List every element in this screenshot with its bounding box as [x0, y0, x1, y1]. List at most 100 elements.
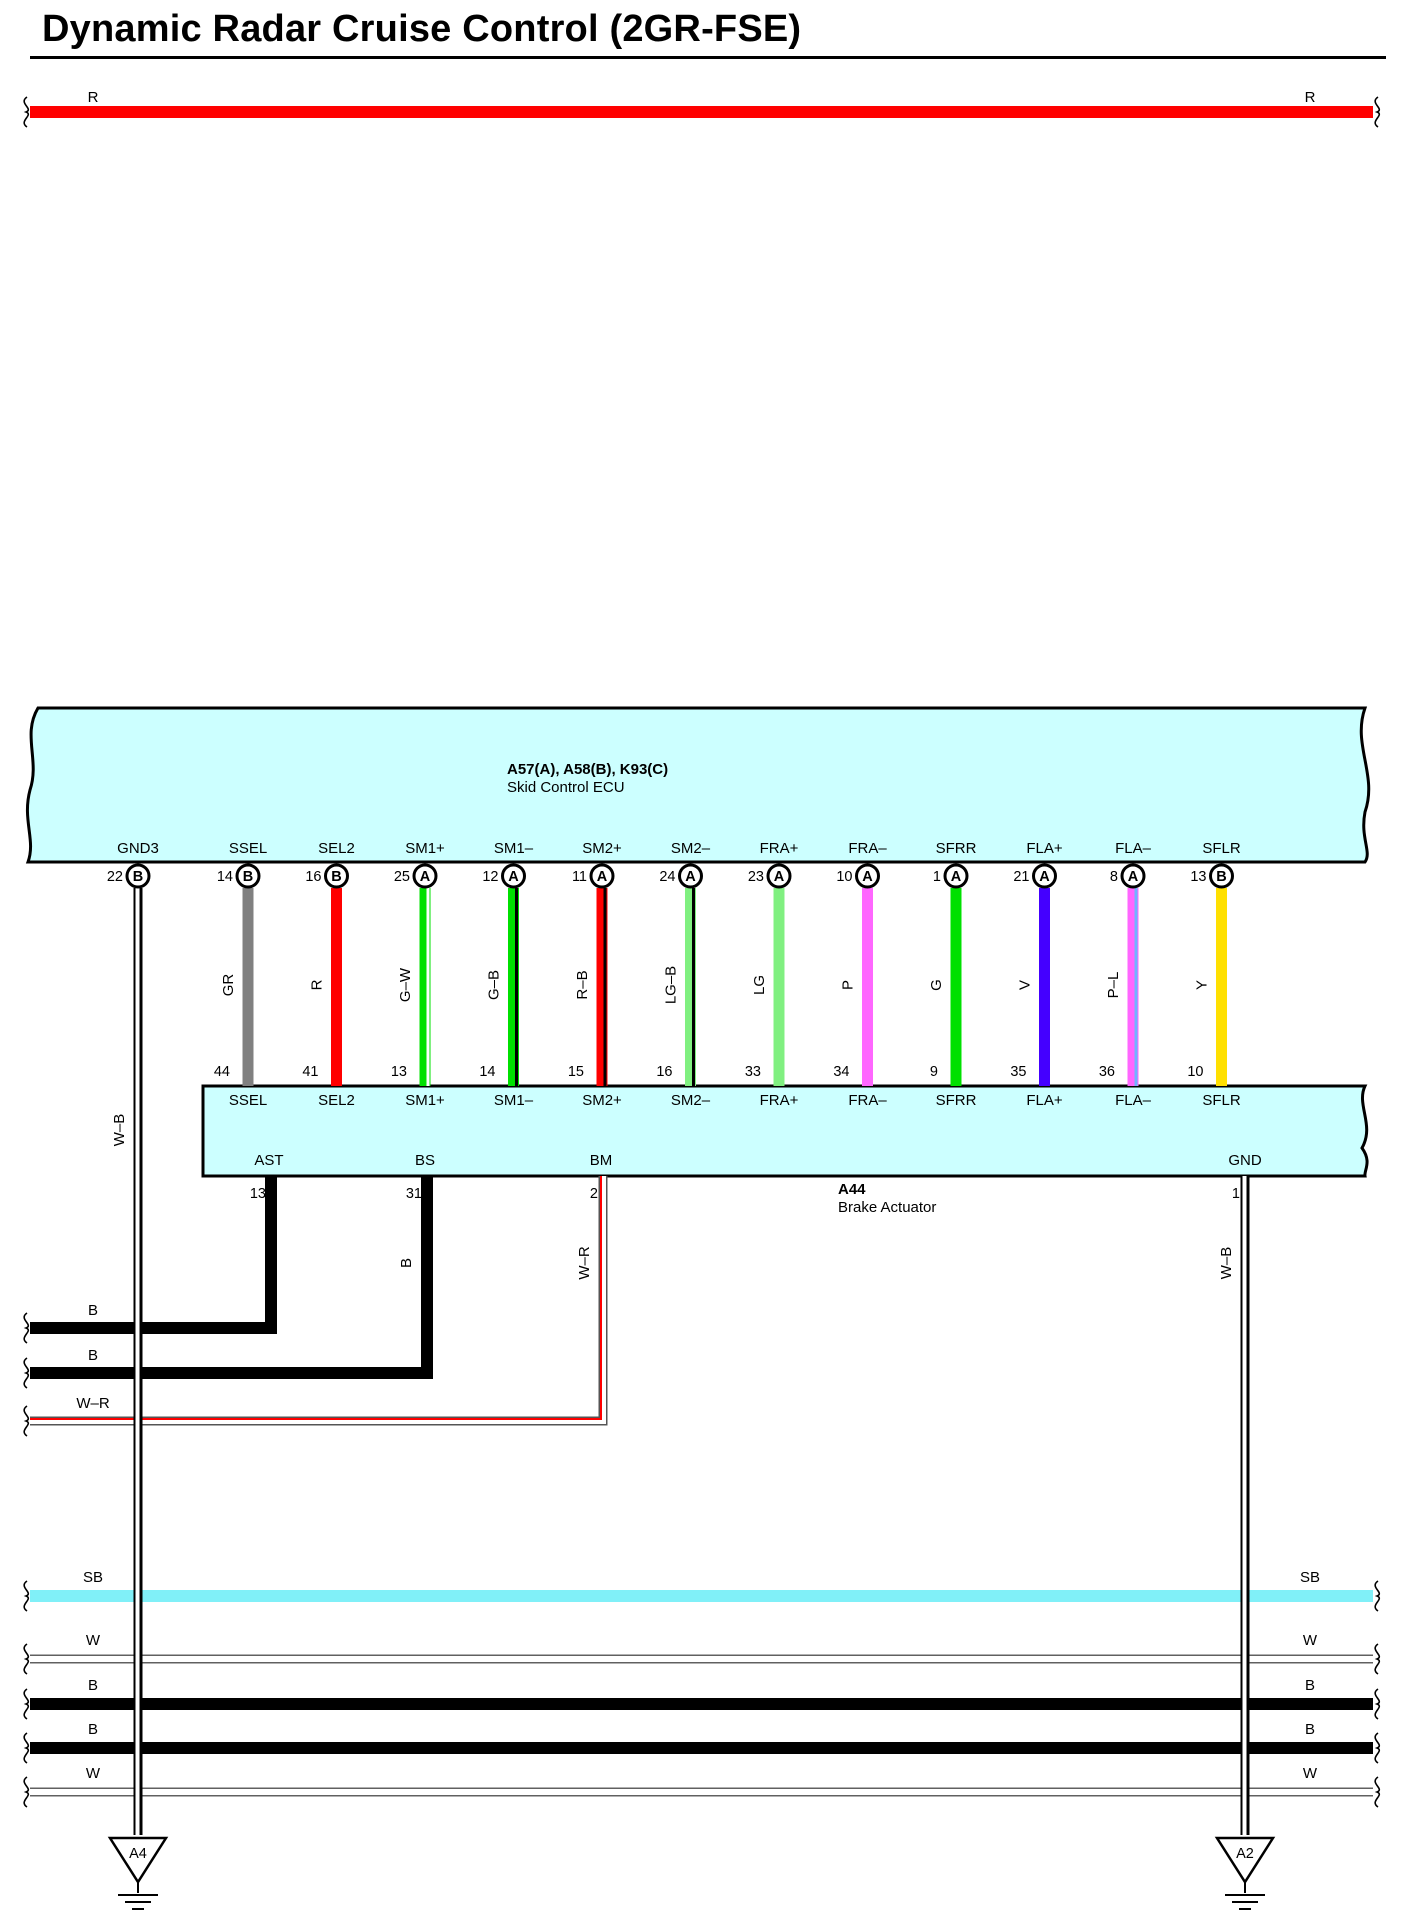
actuator-term-label-sm1-plus: SM1+ — [405, 1092, 445, 1109]
bottom-bus-right-label-2: W — [1303, 1632, 1318, 1649]
power-branch-label-3: W–R — [76, 1395, 110, 1412]
power-pin-2: 31 — [406, 1186, 422, 1202]
actuator-term-label-fla-plus: FLA+ — [1026, 1092, 1063, 1109]
ecu-pin-sm2-minus: 24 — [659, 869, 675, 885]
actuator-ground-wire-code: W–B — [1218, 1247, 1235, 1280]
actuator-term-label-fra-minus: FRA– — [848, 1092, 887, 1109]
signal-wire-code-fla-plus: V — [1017, 980, 1034, 990]
ecu-term-label-sm1-plus: SM1+ — [405, 840, 445, 857]
bottom-bus-right-label-5: W — [1303, 1765, 1318, 1782]
bottom-bus-left-label-1: SB — [83, 1569, 103, 1586]
power-wire-ast — [30, 1176, 277, 1334]
ecu-pin-sel2: 16 — [305, 869, 321, 885]
actuator-term-label-fra-plus: FRA+ — [760, 1092, 799, 1109]
bottom-bus-right-label-1: SB — [1300, 1569, 1320, 1586]
power-wire-bm-stripe — [30, 1176, 602, 1420]
connector-letter-fra-minus: A — [862, 869, 873, 885]
title-underline — [30, 56, 1386, 59]
bottom-bus-right-label-4: B — [1305, 1721, 1315, 1738]
power-term-label-3: BM — [590, 1152, 613, 1169]
power-branch-label-1: B — [88, 1302, 98, 1319]
ecu-term-label-sflr: SFLR — [1202, 840, 1241, 857]
actuator-pin-sflr: 10 — [1187, 1064, 1203, 1080]
connector-letter-sflr: B — [1216, 869, 1226, 885]
top-bus-left-label: R — [88, 89, 99, 106]
power-wire-code-bm: W–R — [576, 1246, 593, 1280]
actuator-term-label-sm2-minus: SM2– — [671, 1092, 711, 1109]
actuator-name: Brake Actuator — [838, 1199, 936, 1216]
ecu-term-label-fla-plus: FLA+ — [1026, 840, 1063, 857]
ecu-ground-wire-code: W–B — [111, 1114, 128, 1147]
ecu-pin-ssel: 14 — [217, 869, 233, 885]
ground-triangle-1 — [107, 1836, 169, 1885]
bottom-bus-left-break-2 — [23, 1643, 30, 1675]
ecu-pin-sm1-plus: 25 — [394, 869, 410, 885]
actuator-ground-pin: 1 — [1232, 1186, 1240, 1202]
ecu-pin-sm1-minus: 12 — [482, 869, 498, 885]
connector-letter-sm2-minus: A — [685, 869, 696, 885]
bottom-bus-right-break-2 — [1374, 1643, 1381, 1675]
bottom-bus-left-break-5 — [23, 1776, 30, 1808]
ecu-box — [25, 706, 1371, 864]
signal-wire-code-sel2: R — [309, 979, 326, 990]
bottom-bus-right-break-3 — [1374, 1688, 1381, 1720]
bottom-bus-left-break-1 — [23, 1580, 30, 1612]
ecu-name: Skid Control ECU — [507, 779, 625, 796]
connector-letter-fra-plus: A — [774, 869, 785, 885]
actuator-pin-sel2: 41 — [302, 1064, 318, 1080]
actuator-term-label-fla-minus: FLA– — [1115, 1092, 1152, 1109]
power-wire-code-bs: B — [398, 1258, 415, 1268]
signal-wire-code-sfrr: G — [928, 979, 945, 991]
ground-id-2: A2 — [1236, 1846, 1254, 1862]
power-pin-1: 13 — [250, 1186, 266, 1202]
actuator-pin-sm2-plus: 15 — [568, 1064, 584, 1080]
signal-wire-code-sm1-plus: G–W — [397, 967, 414, 1002]
connector-circle-fra-plus — [766, 863, 792, 889]
signal-wire-code-fra-plus: LG — [751, 975, 768, 995]
actuator-id: A44 — [838, 1181, 866, 1198]
connector-circle-sflr — [1209, 863, 1234, 889]
signal-wire-code-sm2-minus: LG–B — [663, 966, 680, 1004]
connector-letter-sel2: B — [331, 869, 341, 885]
bottom-bus-right-break-1 — [1374, 1580, 1381, 1612]
actuator-pin-fla-minus: 36 — [1099, 1064, 1115, 1080]
bottom-bus-left-label-3: B — [88, 1677, 98, 1694]
ecu-term-label-sm1-minus: SM1– — [494, 840, 534, 857]
bottom-bus-right-break-4 — [1374, 1732, 1381, 1764]
connector-circle-sm2-minus — [678, 863, 703, 889]
actuator-pin-sm1-minus: 14 — [479, 1064, 495, 1080]
top-bus-right-label: R — [1305, 89, 1316, 106]
connector-letter-fla-minus: A — [1128, 869, 1139, 885]
top-bus-left-break — [23, 96, 30, 128]
actuator-pin-fla-plus: 35 — [1010, 1064, 1026, 1080]
ecu-term-label-fra-plus: FRA+ — [760, 840, 799, 857]
connector-circle-fla-plus — [1032, 863, 1057, 889]
signal-wire-code-fra-minus: P — [840, 980, 857, 990]
ecu-term-label-fra-minus: FRA– — [848, 840, 887, 857]
bottom-bus-right-break-5 — [1374, 1776, 1381, 1808]
ecu-pin-sfrr: 1 — [933, 869, 941, 885]
connector-circle-sfrr — [943, 863, 969, 889]
actuator-term-label-ssel: SSEL — [229, 1092, 267, 1109]
top-bus-right-break — [1374, 96, 1381, 128]
actuator-pin-fra-plus: 33 — [745, 1064, 761, 1080]
signal-wire-code-sm1-minus: G–B — [486, 970, 503, 1000]
connector-circle-ssel — [235, 863, 261, 889]
connector-letter-fla-plus: A — [1039, 869, 1050, 885]
ecu-pin-gnd3: 22 — [107, 869, 123, 885]
ecu-pin-fla-plus: 21 — [1013, 869, 1029, 885]
connector-letter-sm1-plus: A — [420, 869, 431, 885]
ecu-pin-fla-minus: 8 — [1110, 869, 1118, 885]
connector-letter-sm2-plus: A — [597, 869, 608, 885]
ground-id-1: A4 — [129, 1846, 147, 1862]
ecu-term-label-ssel: SSEL — [229, 840, 267, 857]
power-branch-label-2: B — [88, 1347, 98, 1364]
actuator-pin-sm2-minus: 16 — [656, 1064, 672, 1080]
page-title: Dynamic Radar Cruise Control (2GR-FSE) — [42, 8, 802, 50]
signal-wire-code-sm2-plus: R–B — [574, 970, 591, 999]
power-wire-break-2 — [23, 1357, 30, 1389]
actuator-term-label-sm1-minus: SM1– — [494, 1092, 534, 1109]
connector-circle-sel2 — [324, 863, 349, 889]
actuator-term-label-sm2-plus: SM2+ — [582, 1092, 622, 1109]
